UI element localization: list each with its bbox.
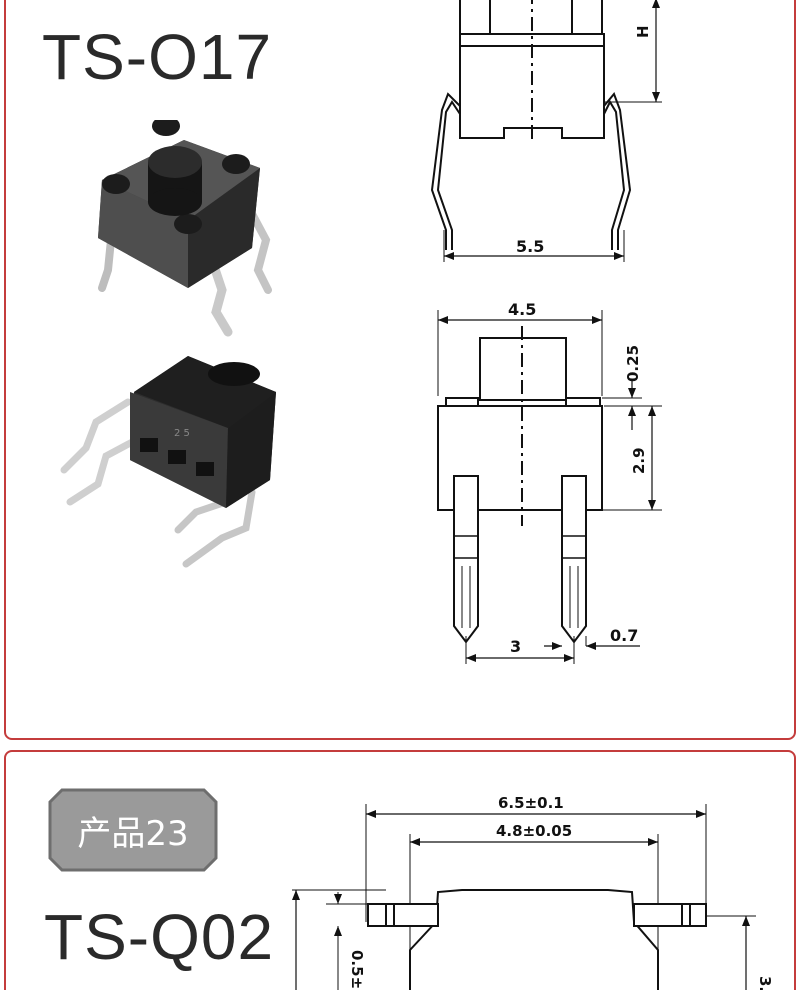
product-badge: 产品23 xyxy=(48,788,218,872)
dim-body-width: 4.8±0.05 xyxy=(496,822,572,840)
dim-right-height: 3. xyxy=(756,976,774,990)
dim-pin-width: 0.7 xyxy=(610,626,638,645)
product-badge-label: 产品23 xyxy=(77,813,189,854)
dim-lead-thickness: 0.5± xyxy=(348,950,366,989)
product-card-ts-o17: TS-O17 2 5 xyxy=(4,0,796,740)
model-title: TS-Q02 xyxy=(44,901,275,973)
dimension-drawing-side: H 5.5 xyxy=(430,0,662,262)
dimension-drawing-smd: 6.5±0.1 4.8±0.05 4. 0.5± 3. xyxy=(292,794,774,990)
dim-plunger-gap: 0.25 xyxy=(624,345,642,382)
dimension-drawing-front: 4.5 0.25 2.9 xyxy=(437,300,662,664)
dim-body-height: 2.9 xyxy=(630,447,648,474)
dim-height: H xyxy=(634,25,652,38)
dim-total-width: 6.5±0.1 xyxy=(498,794,564,812)
dim-pin-span: 5.5 xyxy=(516,237,544,256)
switch-photo-top xyxy=(98,120,272,337)
switch-photo-side: 2 5 xyxy=(60,356,276,568)
product-card-ts-q02: 产品23 TS-Q02 6.5±0.1 4.8±0.05 xyxy=(4,750,796,990)
model-title: TS-O17 xyxy=(42,21,273,93)
svg-text:2 5: 2 5 xyxy=(174,428,190,439)
dim-body-width: 4.5 xyxy=(508,300,536,319)
dim-pin-pitch: 3 xyxy=(510,637,521,656)
